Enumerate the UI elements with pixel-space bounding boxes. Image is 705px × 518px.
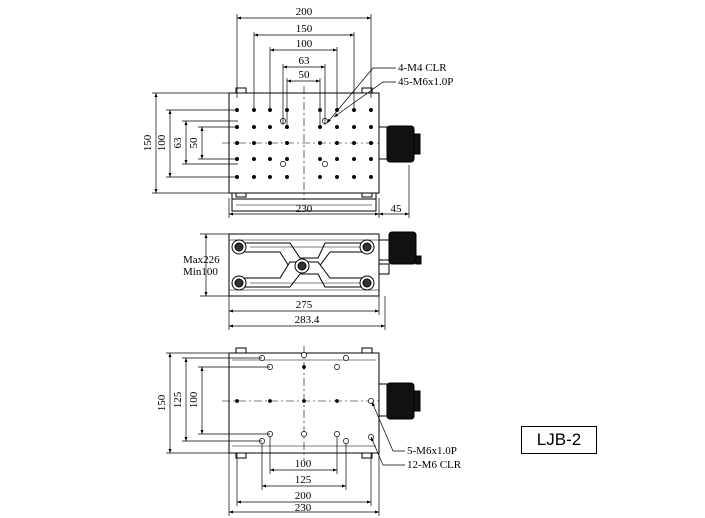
- top-dim-100: 100: [296, 38, 313, 50]
- mounting-hole: [301, 431, 307, 437]
- mounting-hole: [252, 157, 256, 161]
- mounting-hole: [369, 175, 373, 179]
- callout-5-m6: 5-M6x1.0P: [407, 445, 457, 457]
- bottom-dim-230: 230: [295, 502, 312, 514]
- side-view-dimensions: [200, 233, 386, 330]
- mounting-hole: [334, 431, 340, 437]
- side-view: [228, 231, 422, 297]
- callout-12-m6: 12-M6 CLR: [407, 459, 462, 471]
- mounting-hole: [268, 399, 272, 403]
- top-dim-63: 63: [299, 55, 311, 67]
- top-dim-50: 50: [299, 69, 311, 81]
- mounting-hole: [268, 141, 272, 145]
- top-dim-200: 200: [296, 6, 313, 18]
- mounting-hole: [343, 438, 349, 444]
- callout-4-m4: 4-M4 CLR: [398, 62, 447, 74]
- top-dim-motor: 45: [391, 203, 403, 215]
- top-dim-left-100: 100: [156, 134, 168, 151]
- mounting-hole: [352, 175, 356, 179]
- mounting-hole: [235, 141, 239, 145]
- mounting-hole: [369, 157, 373, 161]
- top-view-dimensions: [152, 14, 410, 218]
- mounting-hole: [252, 125, 256, 129]
- mounting-hole: [285, 141, 289, 145]
- bottom-view: [222, 346, 421, 460]
- mounting-hole: [318, 125, 322, 129]
- top-dim-width: 230: [296, 203, 313, 215]
- side-view-labels: Max226 Min100 275 283.4: [183, 254, 320, 326]
- mounting-hole: [252, 175, 256, 179]
- side-dim-min: Min100: [183, 266, 218, 278]
- callout-45-m6: 45-M6x1.0P: [398, 76, 453, 88]
- mounting-hole: [285, 157, 289, 161]
- bottom-dim-left-150: 150: [156, 394, 168, 411]
- mounting-hole: [335, 175, 339, 179]
- mounting-hole: [268, 175, 272, 179]
- mounting-hole: [369, 125, 373, 129]
- mounting-hole: [318, 157, 322, 161]
- mounting-hole: [268, 157, 272, 161]
- top-dim-left-150: 150: [142, 134, 154, 151]
- top-dim-left-50: 50: [188, 137, 200, 149]
- mounting-hole: [302, 399, 306, 403]
- bottom-dim-100: 100: [295, 458, 312, 470]
- bottom-dim-125: 125: [295, 474, 312, 486]
- top-view: [222, 86, 421, 212]
- mounting-hole: [352, 141, 356, 145]
- mounting-hole: [268, 125, 272, 129]
- mounting-hole: [285, 125, 289, 129]
- bottom-view-holes: [235, 352, 374, 444]
- bottom-view-labels: 150 125 100 100 125 200 230 5-M6x1.0P 12…: [156, 391, 462, 514]
- mounting-hole: [280, 161, 286, 167]
- mounting-hole: [352, 157, 356, 161]
- top-motor-coupler: [378, 126, 388, 160]
- bottom-dim-left-100: 100: [188, 391, 200, 408]
- mounting-hole: [343, 355, 349, 361]
- bottom-dim-left-125: 125: [172, 391, 184, 408]
- mounting-hole: [252, 141, 256, 145]
- top-view-labels: 200 150 100 63 50 150 100 63 50 230 45 4…: [142, 6, 453, 215]
- side-motor: [388, 231, 417, 265]
- mounting-hole: [302, 365, 306, 369]
- mounting-hole: [334, 364, 340, 370]
- mounting-hole: [322, 161, 328, 167]
- side-dim-275: 275: [296, 299, 313, 311]
- mounting-hole: [335, 399, 339, 403]
- side-dim-max: Max226: [183, 254, 220, 266]
- side-dim-283: 283.4: [295, 314, 320, 326]
- model-label: LJB-2: [521, 426, 597, 454]
- mounting-hole: [369, 141, 373, 145]
- top-dim-left-63: 63: [172, 137, 184, 149]
- mounting-hole: [301, 352, 307, 358]
- mounting-hole: [368, 398, 374, 404]
- mounting-hole: [318, 175, 322, 179]
- top-dim-150: 150: [296, 23, 313, 35]
- mounting-hole: [369, 108, 373, 112]
- mounting-hole: [318, 141, 322, 145]
- bottom-dim-200: 200: [295, 490, 312, 502]
- bottom-motor: [386, 382, 415, 420]
- mounting-hole: [335, 157, 339, 161]
- top-motor: [386, 125, 415, 163]
- mounting-hole: [235, 399, 239, 403]
- mounting-hole: [335, 141, 339, 145]
- bottom-view-dimensions: [166, 352, 405, 516]
- mounting-hole: [285, 175, 289, 179]
- mounting-hole: [335, 125, 339, 129]
- mounting-hole: [352, 125, 356, 129]
